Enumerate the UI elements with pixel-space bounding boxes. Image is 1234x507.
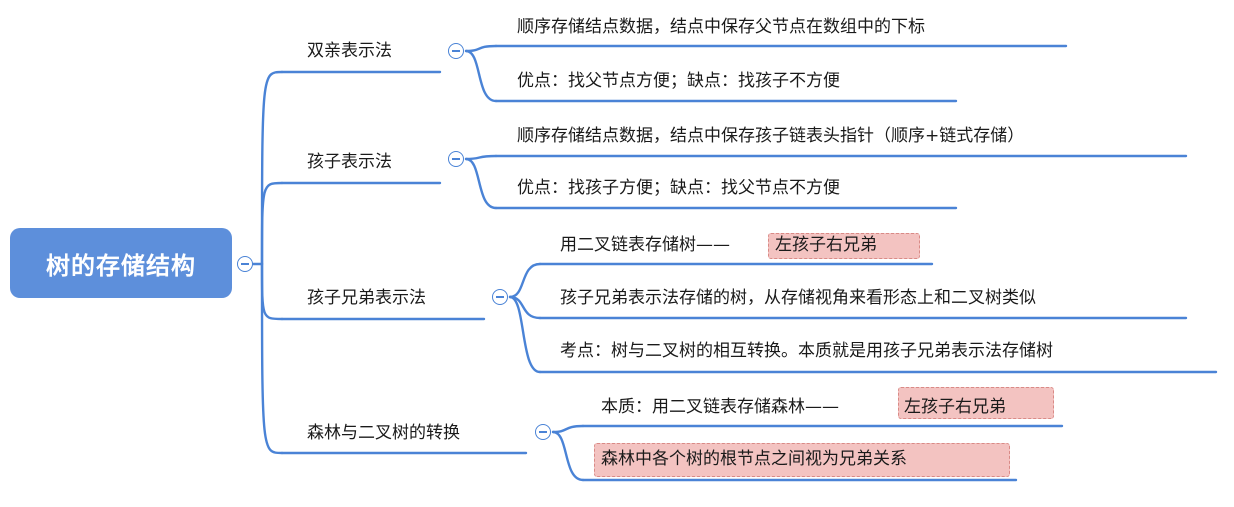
leaf-connector — [464, 154, 498, 161]
branch-connector — [260, 70, 284, 266]
branch-label-child-representation[interactable]: 孩子表示法 — [307, 152, 392, 172]
leaf-text[interactable]: 优点：找孩子方便；缺点：找父节点不方便 — [517, 178, 840, 198]
highlight-text[interactable]: 左孩子右兄弟 — [904, 397, 1006, 417]
root-label: 树的存储结构 — [46, 251, 196, 280]
leaf-text[interactable]: 顺序存储结点数据，结点中保存父节点在数组中的下标 — [517, 17, 925, 37]
branch-3-collapse-icon[interactable] — [492, 289, 508, 305]
branch-connector — [260, 262, 284, 321]
highlight-box — [898, 387, 1054, 419]
highlight-text[interactable]: 左孩子右兄弟 — [775, 235, 877, 255]
branch-connector — [260, 181, 284, 266]
leaf-connector — [508, 295, 542, 374]
leaf-text[interactable]: 用二叉链表存储树—— — [560, 235, 730, 255]
leaf-connector — [464, 44, 498, 53]
leaf-text[interactable]: 优点：找父节点方便；缺点：找孩子不方便 — [517, 71, 840, 91]
root-node[interactable]: 树的存储结构 — [10, 228, 232, 298]
branch-label-forest-conversion[interactable]: 森林与二叉树的转换 — [307, 423, 460, 443]
highlight-text[interactable]: 森林中各个树的根节点之间视为兄弟关系 — [601, 449, 907, 469]
root-collapse-icon[interactable] — [237, 256, 253, 272]
leaf-text[interactable]: 本质：用二叉链表存储森林—— — [601, 397, 839, 417]
leaf-connector — [464, 157, 498, 210]
branch-2-collapse-icon[interactable] — [448, 151, 464, 167]
leaf-text[interactable]: 顺序存储结点数据，结点中保存孩子链表头指针（顺序+链式存储） — [517, 126, 1025, 146]
leaf-text[interactable]: 孩子兄弟表示法存储的树，从存储视角来看形态上和二叉树类似 — [560, 288, 1036, 308]
branch-label-parent-representation[interactable]: 双亲表示法 — [307, 41, 392, 61]
branch-1-collapse-icon[interactable] — [448, 43, 464, 59]
branch-4-collapse-icon[interactable] — [535, 424, 551, 440]
branch-connector — [260, 262, 284, 455]
leaf-text[interactable]: 考点：树与二叉树的相互转换。本质就是用孩子兄弟表示法存储树 — [560, 341, 1053, 361]
leaf-connector — [464, 49, 498, 103]
leaf-connector — [551, 424, 585, 434]
highlight-box — [594, 443, 1010, 477]
branch-label-child-sibling-representation[interactable]: 孩子兄弟表示法 — [307, 288, 426, 308]
highlight-box — [768, 233, 920, 259]
leaf-connector — [508, 262, 542, 299]
leaf-connector — [551, 430, 585, 482]
